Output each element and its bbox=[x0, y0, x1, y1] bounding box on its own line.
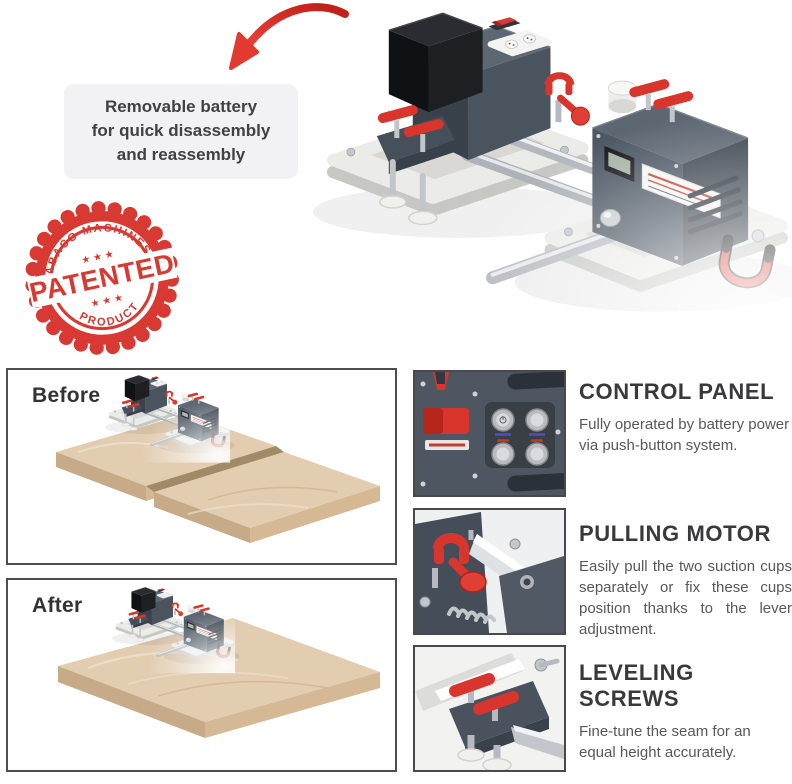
feature-control-panel: CONTROL PANEL Fully operated by battery … bbox=[413, 370, 792, 497]
feature-text-line: Fully operated by battery power bbox=[579, 416, 790, 433]
feature-text-line: adjustment. bbox=[579, 621, 657, 638]
feature-text-line: via push-button system. bbox=[579, 437, 738, 454]
feature-title: LEVELING SCREWS bbox=[579, 660, 694, 711]
control-panel-image bbox=[413, 370, 566, 497]
red-arrow-icon bbox=[229, 3, 349, 70]
before-panel: Before bbox=[6, 368, 397, 565]
feature-leveling-screws: LEVELING SCREWS Fine-tune the seam for a… bbox=[413, 645, 792, 772]
feature-title: CONTROL PANEL bbox=[579, 379, 775, 404]
leveling-screws-image bbox=[413, 645, 566, 772]
after-scene-illustration bbox=[58, 580, 380, 738]
feature-pulling-motor: PULLING MOTOR Easily pull the two suctio… bbox=[413, 508, 792, 640]
feature-text-line: Easily pull the two suction cups bbox=[579, 558, 792, 575]
feature-text-line: separately or fix these cups bbox=[579, 579, 792, 596]
callout-line: Removable battery bbox=[104, 97, 258, 116]
patented-stamp: ABACO MACHINES ★ ★ ★ PATENTED ★ ★ ★ PROD… bbox=[25, 201, 179, 355]
before-scene-illustration bbox=[56, 370, 380, 543]
callout-line: for quick disassembly bbox=[91, 121, 271, 140]
after-panel: After bbox=[6, 578, 397, 772]
machine-illustration bbox=[293, 0, 792, 348]
feature-text-line: Fine-tune the seam for an bbox=[579, 723, 751, 740]
pulling-motor-image bbox=[413, 508, 566, 635]
callout-line: and reassembly bbox=[116, 145, 246, 164]
battery-callout: Removable battery for quick disassembly … bbox=[64, 84, 298, 179]
before-label: Before bbox=[32, 384, 101, 407]
feature-text-line: equal height accurately. bbox=[579, 744, 737, 761]
feature-text-line: position thanks to the lever bbox=[579, 600, 792, 617]
after-label: After bbox=[32, 594, 83, 617]
feature-title: PULLING MOTOR bbox=[579, 521, 771, 546]
